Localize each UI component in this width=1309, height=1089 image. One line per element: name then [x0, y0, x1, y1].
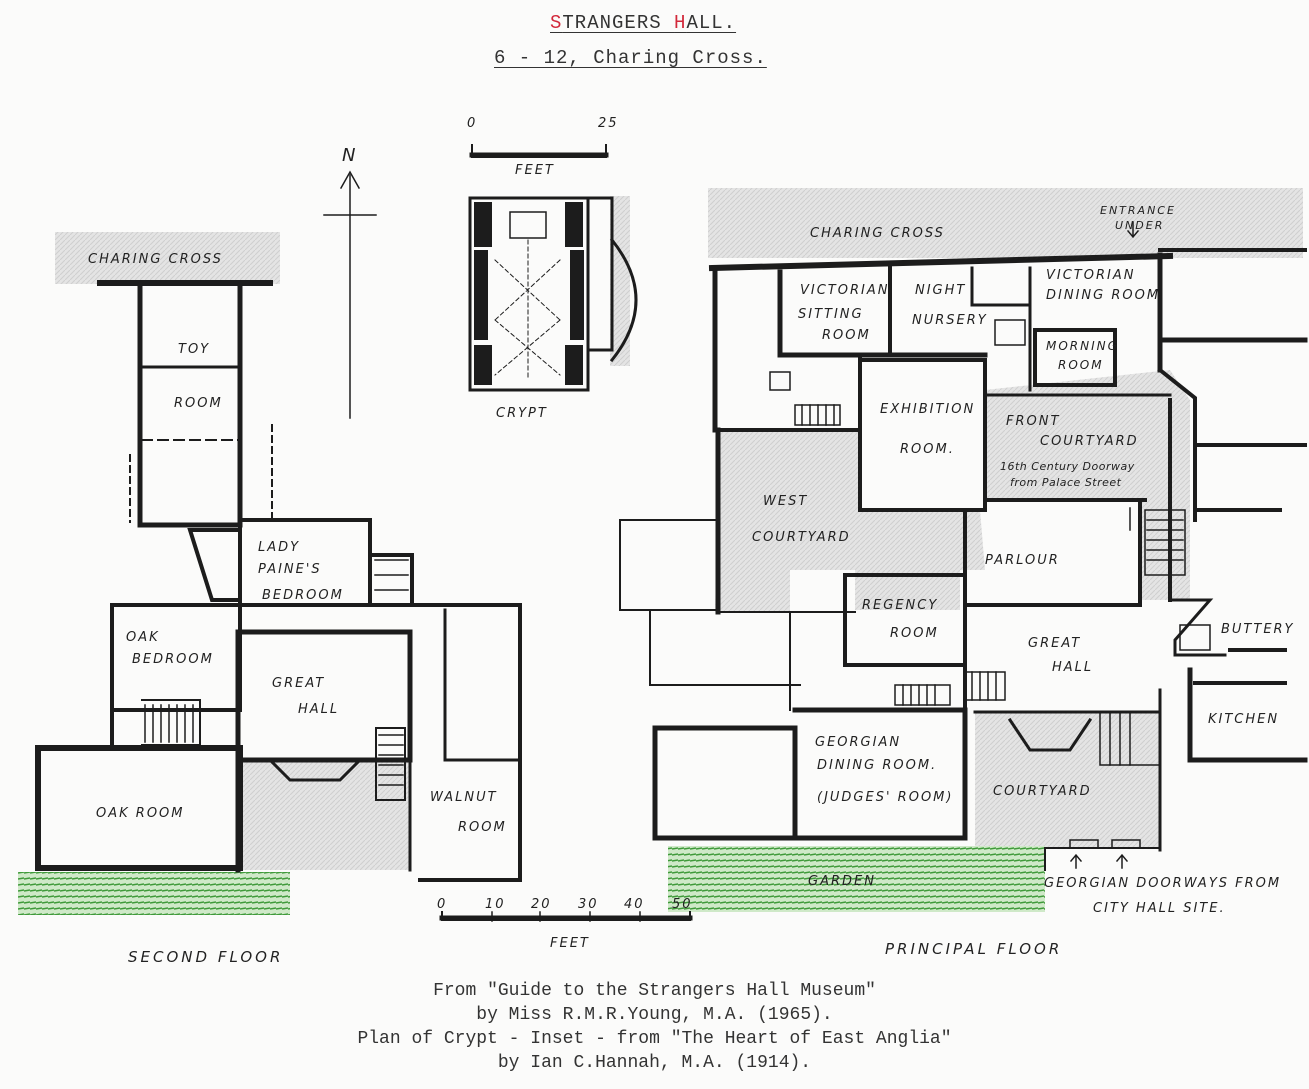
scale-tick-10: 10 — [485, 897, 506, 912]
room-regency-line1: REGENCY — [862, 598, 939, 613]
plan-title: STRANGERS HALL. — [550, 12, 736, 34]
principal-floor-street-shading — [708, 188, 1303, 258]
title-part-2: ALL. — [686, 12, 737, 34]
crypt-scale-unit: FEET — [515, 163, 555, 178]
main-scale-unit: FEET — [550, 936, 590, 951]
entrance-line2: UNDER — [1115, 219, 1165, 232]
scale-tick-20: 20 — [531, 897, 552, 912]
room-walnut-line1: WALNUT — [430, 790, 498, 805]
caption-line-3: Plan of Crypt - Inset - from "The Heart … — [357, 1029, 952, 1049]
entrance-line1: ENTRANCE — [1100, 204, 1176, 217]
room-georgian-line1: GEORGIAN — [815, 735, 902, 750]
scale-tick-40: 40 — [624, 897, 645, 912]
room-exhibition-line2: ROOM. — [900, 442, 955, 457]
room-vic-sitting-line2: SITTING — [798, 307, 864, 322]
second-floor-garden — [18, 872, 290, 915]
doorway-note-line1: 16th Century Doorway — [1000, 460, 1135, 473]
room-great-hall-2f-line1: GREAT — [272, 676, 326, 691]
front-courtyard-line1: FRONT — [1006, 414, 1061, 429]
georgian-doorways-line2: CITY HALL SITE. — [1093, 901, 1226, 916]
room-regency-line2: ROOM — [890, 626, 939, 641]
second-floor-street: CHARING CROSS — [88, 252, 223, 267]
room-georgian-line3: (JUDGES' ROOM) — [817, 790, 954, 805]
principal-floor-street: CHARING CROSS — [810, 226, 945, 241]
room-great-hall-line2: HALL — [1052, 660, 1094, 675]
scale-tick-0: 0 — [437, 897, 448, 912]
west-courtyard-line2: COURTYARD — [752, 530, 851, 545]
room-toy-line1: TOY — [178, 342, 211, 357]
room-toy-line2: ROOM — [174, 396, 223, 411]
front-courtyard-shading — [985, 370, 1190, 600]
room-vic-sitting-line3: ROOM — [822, 328, 871, 343]
room-walnut-line2: ROOM — [458, 820, 507, 835]
doorway-marker-2 — [1111, 839, 1141, 849]
room-oak-bedroom-line1: OAK — [126, 630, 160, 645]
second-floor-hall-shading — [240, 760, 410, 870]
second-floor-label: SECOND FLOOR — [128, 948, 284, 966]
front-courtyard-line2: COURTYARD — [1040, 434, 1139, 449]
room-exhibition-line1: EXHIBITION — [880, 402, 976, 417]
west-courtyard-shading — [715, 430, 985, 612]
room-vic-dining-line1: VICTORIAN — [1046, 268, 1136, 283]
principal-floor-garden — [668, 846, 1045, 912]
title-initial-h: H — [674, 12, 687, 34]
caption-line-2: by Miss R.M.R.Young, M.A. (1965). — [476, 1005, 833, 1025]
crypt-scale-end: 25 — [598, 116, 619, 131]
title-initial-s: S — [550, 12, 563, 34]
doorway-note-line2: from Palace Street — [1010, 476, 1122, 489]
caption-line-1: From "Guide to the Strangers Hall Museum… — [433, 981, 876, 1001]
room-night-line2: NURSERY — [912, 313, 988, 328]
crypt-ground-shading — [610, 196, 630, 366]
plan-subtitle: 6 - 12, Charing Cross. — [494, 47, 767, 69]
garden-label: GARDEN — [808, 874, 876, 889]
room-great-hall-2f-line2: HALL — [298, 702, 340, 717]
room-georgian-line2: DINING ROOM. — [817, 758, 938, 773]
west-courtyard-line1: WEST — [763, 494, 809, 509]
second-floor-street-shading — [55, 232, 280, 284]
room-lady-line2: PAINE'S — [258, 562, 322, 577]
north-arrow-head — [339, 170, 361, 190]
room-morning-line1: MORNING — [1046, 339, 1119, 353]
scale-tick-30: 30 — [578, 897, 599, 912]
caption-line-4: by Ian C.Hannah, M.A. (1914). — [497, 1053, 812, 1073]
room-buttery: BUTTERY — [1221, 622, 1295, 637]
title-part-1: TRANGERS — [562, 12, 675, 34]
room-night-line1: NIGHT — [915, 283, 967, 298]
courtyard-label: COURTYARD — [993, 784, 1092, 799]
room-kitchen: KITCHEN — [1208, 712, 1280, 727]
room-great-hall-line1: GREAT — [1028, 636, 1082, 651]
room-oak-room: OAK ROOM — [96, 806, 185, 821]
doorway-marker-1 — [1069, 839, 1099, 849]
principal-floor-plan — [619, 248, 1308, 871]
north-label: N — [342, 145, 359, 166]
second-floor-plan — [35, 280, 522, 882]
principal-floor-label: PRINCIPAL FLOOR — [885, 940, 1063, 958]
room-lady-line3: BEDROOM — [262, 588, 344, 603]
courtyard-shading — [975, 712, 1160, 848]
room-parlour: PARLOUR — [985, 553, 1060, 568]
room-oak-bedroom-line2: BEDROOM — [132, 652, 214, 667]
crypt-scale-start: 0 — [467, 116, 478, 131]
room-vic-dining-line2: DINING ROOM — [1046, 288, 1161, 303]
room-morning-line2: ROOM — [1058, 358, 1104, 372]
room-lady-line1: LADY — [258, 540, 301, 555]
crypt-label: CRYPT — [496, 406, 548, 421]
room-vic-sitting-line1: VICTORIAN — [800, 283, 890, 298]
scale-tick-50: 50 — [672, 897, 693, 912]
crypt-outline — [468, 196, 590, 392]
georgian-doorways-line1: GEORGIAN DOORWAYS FROM — [1044, 876, 1282, 891]
